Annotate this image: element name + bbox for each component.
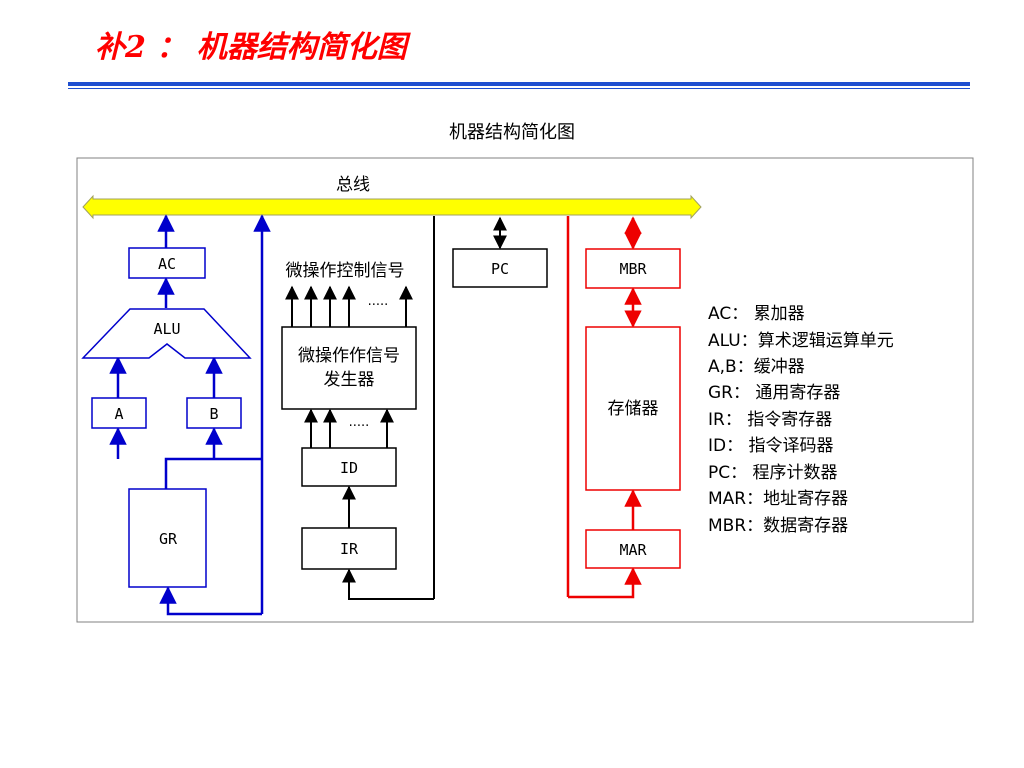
legend-item: ALU：算术逻辑运算单元 (708, 331, 894, 351)
legend-item: IR： 指令寄存器 (708, 410, 832, 430)
ir-register (301, 527, 397, 570)
legend-item: AC： 累加器 (708, 304, 805, 324)
micro-gen-label-line1: 微操作作信号 (298, 346, 400, 366)
legend-item: A,B：缓冲器 (708, 357, 805, 377)
memory-unit (585, 326, 681, 491)
mar-label: MAR (619, 541, 647, 559)
gr-output-path (164, 457, 262, 489)
ir-label: IR (340, 540, 359, 558)
b-buffer (186, 397, 242, 429)
diagram-frame (76, 157, 974, 623)
bus-to-ir-path (342, 568, 434, 600)
id-label: ID (340, 459, 358, 477)
bus-label: 总线 (336, 175, 370, 195)
legend-item: PC： 程序计数器 (708, 463, 838, 483)
micro-op-generator (281, 326, 417, 410)
pc-label: PC (491, 260, 509, 278)
gr-register (128, 488, 207, 588)
slide-title: 补2 ： 机器结构简化图 (95, 30, 407, 65)
to-gr-path (159, 586, 262, 616)
system-bus (82, 194, 702, 220)
micro-signal-label: 微操作控制信号 (286, 261, 405, 281)
mbr-label: MBR (619, 260, 647, 278)
title-divider (68, 82, 970, 86)
memory-label: 存储器 (608, 399, 659, 419)
legend-item: GR： 通用寄存器 (708, 383, 840, 403)
title-divider-thin (68, 88, 970, 89)
legend: AC： 累加器 ALU：算术逻辑运算单元 A,B：缓冲器 GR： 通用寄存器 I… (708, 304, 894, 536)
to-mar-path (568, 567, 642, 599)
alu-unit (81, 308, 252, 359)
a-buffer (91, 397, 147, 429)
legend-item: MAR：地址寄存器 (708, 489, 848, 509)
id-signal-dots: ····· (349, 419, 370, 434)
legend-item: ID： 指令译码器 (708, 436, 834, 456)
ac-label: AC (158, 255, 176, 273)
alu-label: ALU (153, 320, 180, 338)
diagram-caption: 机器结构简化图 (449, 122, 575, 143)
ac-register (128, 247, 206, 279)
b-label: B (209, 405, 218, 423)
legend-item: MBR：数据寄存器 (708, 516, 848, 536)
micro-gen-label-line2: 发生器 (324, 370, 375, 390)
mar-register (585, 529, 681, 569)
gr-label: GR (159, 530, 178, 548)
mbr-register (585, 248, 681, 289)
a-label: A (114, 405, 123, 423)
id-decoder (301, 447, 397, 487)
micro-signal-dots: ····· (368, 298, 389, 313)
pc-register (452, 248, 548, 288)
